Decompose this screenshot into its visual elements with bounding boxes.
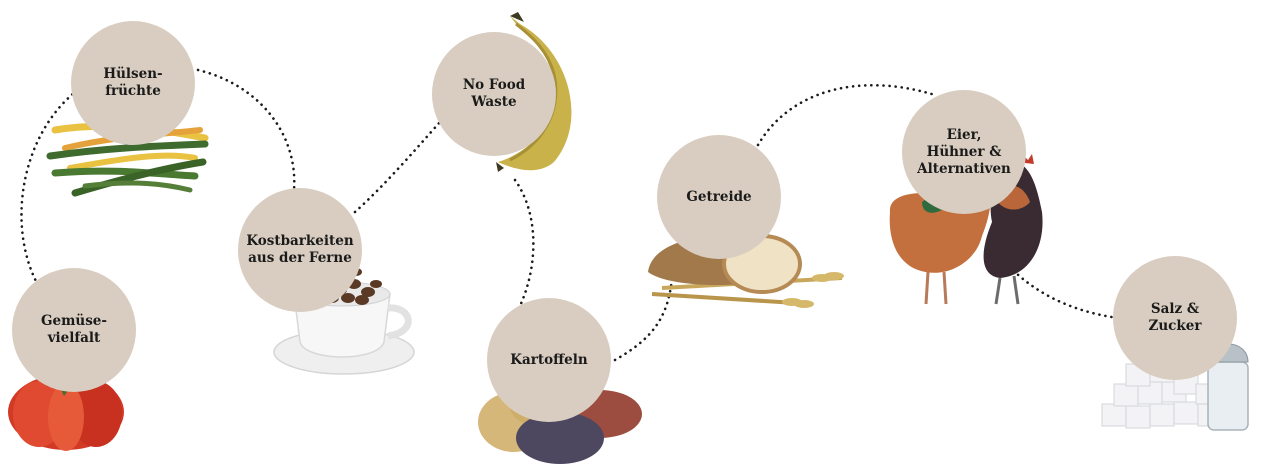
topic-label-line: No Food — [463, 77, 525, 94]
topic-salt-sugar: Salz & Zucker — [1113, 256, 1237, 380]
topic-label-line: Getreide — [686, 189, 751, 206]
topic-label-line: Zucker — [1149, 318, 1202, 335]
topic-label-line: Salz & — [1151, 301, 1199, 318]
topic-label-line: Hühner & — [927, 144, 1002, 161]
topic-legumes: Hülsen- früchte — [71, 21, 195, 145]
connector-nofoodwaste-potatoes — [515, 180, 533, 310]
topic-potatoes: Kartoffeln — [487, 298, 611, 422]
topic-label-line: Kartoffeln — [510, 352, 587, 369]
topic-label-line: Kostbarkeiten — [246, 233, 353, 250]
topic-label-line: vielfalt — [48, 330, 101, 347]
topic-label-line: Alternativen — [917, 161, 1011, 178]
topic-label-line: Gemüse- — [41, 313, 107, 330]
topic-no-food-waste: No Food Waste — [432, 32, 556, 156]
topic-eggs: Eier, Hühner & Alternativen — [902, 90, 1026, 214]
connector-delicacies-nofoodwaste — [355, 122, 440, 212]
topic-label-line: Waste — [471, 94, 516, 111]
topic-label-line: Eier, — [947, 127, 982, 144]
topic-vegetables: Gemüse- vielfalt — [12, 268, 136, 392]
topic-label-line: aus der Ferne — [248, 250, 352, 267]
topic-label-line: früchte — [105, 83, 161, 100]
topic-grain: Getreide — [657, 135, 781, 259]
topic-delicacies: Kostbarkeiten aus der Ferne — [238, 188, 362, 312]
topic-label-line: Hülsen- — [103, 66, 162, 83]
